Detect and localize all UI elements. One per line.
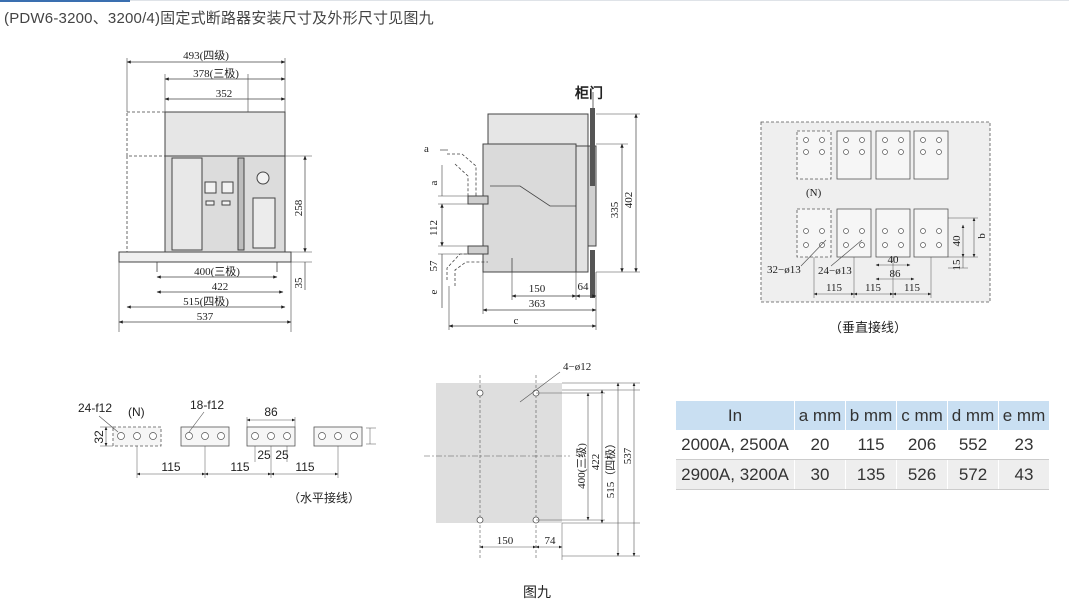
spec-header-b: b mm — [845, 401, 897, 430]
spec-header-c: c mm — [896, 401, 948, 430]
table-cell: 526 — [896, 459, 948, 490]
top-rule — [0, 0, 1069, 1]
side-view — [438, 92, 640, 330]
table-cell: 30 — [794, 459, 846, 490]
hw-86: 86 — [264, 405, 278, 419]
dim-335: 335 — [609, 201, 621, 218]
mounting-view — [424, 371, 640, 560]
vertical-wiring-labels: (N) 32−ø13 24−ø13 115 115 115 40 86 40 b… — [767, 187, 988, 294]
hw-25a: 25 — [257, 448, 271, 462]
vw-115c: 115 — [904, 282, 921, 294]
dim-64: 64 — [578, 281, 590, 293]
front-view — [118, 58, 312, 332]
hw-115b: 115 — [230, 460, 249, 474]
page-title: (PDW6-3200、3200/4)固定式断路器安装尺寸及外形尺寸见图九 — [4, 10, 434, 27]
horizontal-wiring-caption: （水平接线） — [288, 491, 361, 505]
spec-table: In a mm b mm c mm d mm e mm 2000A, 2500A… — [676, 401, 1049, 490]
table-cell: 43 — [998, 459, 1049, 490]
spec-header-d: d mm — [947, 401, 999, 430]
dim-378: 378(三极) — [193, 66, 239, 80]
dim-400: 400(三极) — [194, 264, 240, 278]
front-view-labels: 493(四级) 378(三极) 352 400(三极) 422 515(四极) … — [183, 49, 305, 323]
mounting-view-labels: 4−ø12 400(三级) 422 515（四极） 537 150 74 — [497, 361, 634, 547]
table-cell: 115 — [845, 430, 897, 460]
vw-b: b — [976, 233, 988, 239]
table-cell: 572 — [947, 459, 999, 490]
dim-515: 515(四极) — [183, 294, 229, 308]
mv-422: 422 — [590, 454, 602, 471]
vertical-wiring — [760, 121, 991, 303]
hw-neutral: (N) — [128, 405, 145, 419]
mv-537: 537 — [622, 447, 634, 464]
spec-header-e: e mm — [998, 401, 1049, 430]
spec-header-in: In — [676, 401, 795, 430]
dim-537: 537 — [197, 311, 214, 323]
spec-table-header-row: In a mm b mm c mm d mm e mm — [676, 401, 1049, 430]
dim-57: 57 — [428, 260, 440, 272]
hw-hole24: 24-f12 — [78, 401, 112, 415]
mv-150: 150 — [497, 535, 514, 547]
vw-h40: 40 — [951, 235, 963, 247]
hw-hole18: 18-f12 — [190, 398, 224, 412]
hw-25b: 25 — [275, 448, 289, 462]
table-row: 2900A, 3200A 30 135 526 572 43 — [676, 459, 1049, 490]
dim-35: 35 — [293, 277, 305, 289]
mv-74: 74 — [545, 535, 557, 547]
vw-40: 40 — [888, 254, 900, 266]
horizontal-wiring — [98, 411, 376, 478]
dim-e: e — [428, 289, 440, 294]
dim-150: 150 — [529, 283, 546, 295]
vw-hole24: 24−ø13 — [818, 265, 852, 277]
hw-32: 32 — [92, 430, 106, 444]
dim-363: 363 — [529, 298, 546, 310]
dim-c: c — [514, 315, 519, 327]
horizontal-wiring-labels: 24-f12 (N) 18-f12 86 32 25 25 115 115 11… — [78, 398, 315, 474]
hw-115a: 115 — [161, 460, 180, 474]
vw-86: 86 — [890, 268, 902, 280]
hw-115c: 115 — [295, 460, 314, 474]
mv-holes: 4−ø12 — [563, 361, 591, 373]
table-cell: 2000A, 2500A — [676, 430, 795, 460]
dim-402: 402 — [623, 192, 635, 209]
table-cell: 135 — [845, 459, 897, 490]
table-cell: 20 — [794, 430, 846, 460]
figure-caption: 图九 — [523, 584, 551, 600]
side-view-labels: 柜门 a a 112 57 e 150 64 363 c 335 402 — [424, 85, 635, 327]
table-cell: 2900A, 3200A — [676, 459, 795, 490]
vw-hole32: 32−ø13 — [767, 264, 801, 276]
vw-115b: 115 — [865, 282, 882, 294]
top-accent-bar — [0, 0, 130, 2]
dim-112: 112 — [428, 220, 440, 236]
dim-493: 493(四级) — [183, 49, 229, 62]
door-label: 柜门 — [575, 85, 603, 102]
table-cell: 552 — [947, 430, 999, 460]
mv-400: 400(三级) — [575, 443, 588, 489]
spec-header-a: a mm — [794, 401, 846, 430]
vw-115a: 115 — [826, 282, 843, 294]
vw-neutral: (N) — [806, 187, 822, 199]
table-row: 2000A, 2500A 20 115 206 552 23 — [676, 430, 1049, 460]
table-cell: 206 — [896, 430, 948, 460]
dim-a-mid: a — [428, 180, 440, 185]
dim-352: 352 — [216, 88, 233, 100]
vw-15: 15 — [951, 259, 963, 271]
dim-422: 422 — [212, 281, 229, 293]
vertical-wiring-caption: （垂直接线） — [829, 320, 908, 335]
mv-515: 515（四极） — [603, 438, 617, 499]
dim-a-top: a — [424, 143, 429, 155]
table-cell: 23 — [998, 430, 1049, 460]
dim-258: 258 — [293, 199, 305, 216]
